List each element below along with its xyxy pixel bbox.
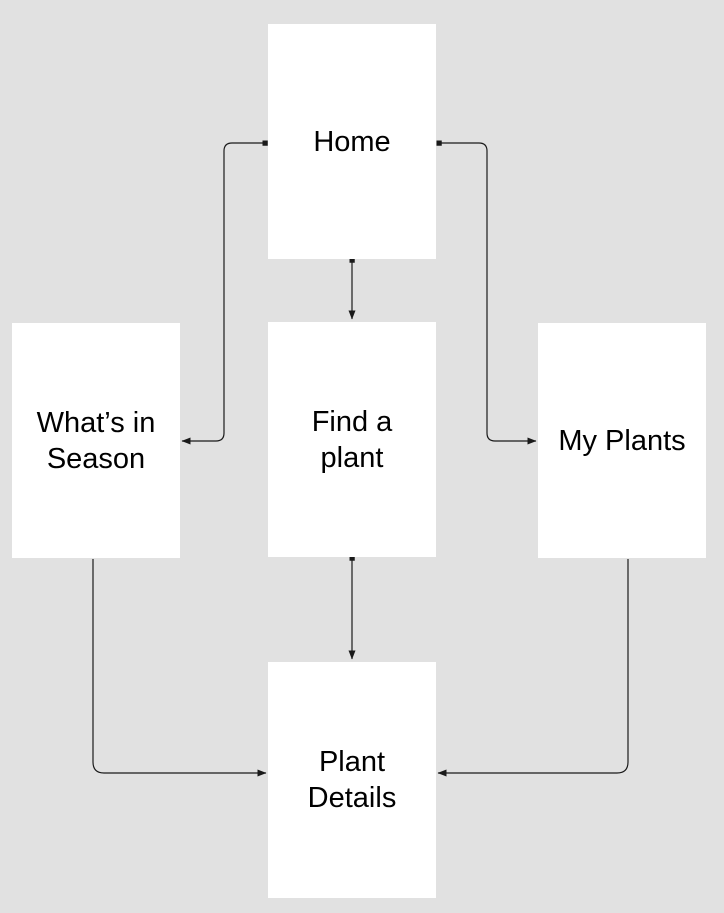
node-my-plants-label: My Plants <box>558 424 686 457</box>
node-home-label: Home <box>313 125 391 158</box>
node-find-a-plant-label: Find a plant <box>311 405 393 474</box>
node-my-plants: My Plants <box>538 323 706 558</box>
node-find-a-plant: Find a plant <box>268 322 436 557</box>
edge-my-plants-to-plant-details <box>437 559 629 777</box>
node-plant-details: Plant Details <box>268 662 436 898</box>
node-whats-in-season: What’s in Season <box>12 323 180 558</box>
edge-home-to-my-plants <box>436 140 537 445</box>
edge-whats-in-season-to-plant-details <box>92 559 267 777</box>
node-whats-in-season-label: What’s in Season <box>36 406 156 475</box>
node-home: Home <box>268 24 436 259</box>
node-plant-details-label: Plant Details <box>307 746 397 814</box>
edge-home-to-whats-in-season <box>181 140 268 445</box>
